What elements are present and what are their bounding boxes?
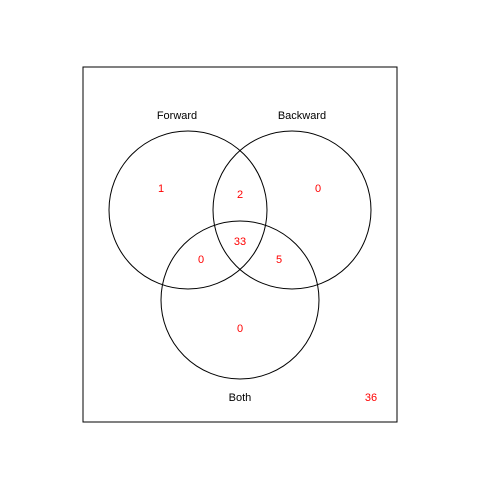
diagram-frame — [82, 66, 398, 423]
backward-set-label: Backward — [278, 110, 326, 122]
backward-only-count: 0 — [315, 183, 321, 195]
forward-both-count: 0 — [198, 254, 204, 266]
forward-only-count: 1 — [158, 183, 164, 195]
all-three-count: 33 — [234, 236, 246, 248]
both-circle — [160, 220, 320, 380]
forward-set-label: Forward — [157, 110, 197, 122]
both-set-label: Both — [229, 392, 252, 404]
both-only-count: 0 — [237, 323, 243, 335]
backward-both-count: 5 — [276, 254, 282, 266]
forward-circle — [108, 130, 268, 290]
none-count: 36 — [365, 392, 377, 404]
forward-backward-count: 2 — [237, 189, 243, 201]
backward-circle — [212, 130, 372, 290]
